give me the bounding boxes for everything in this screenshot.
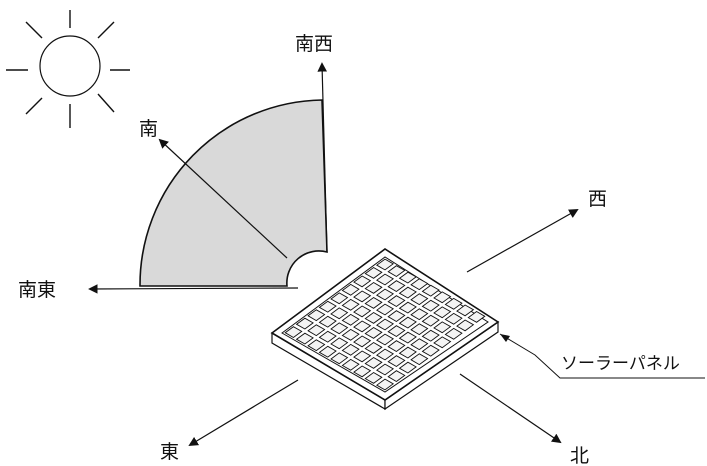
panel-cell bbox=[421, 329, 440, 342]
panel-cell bbox=[398, 346, 417, 359]
panel-cell bbox=[387, 310, 406, 323]
panel-cell bbox=[467, 310, 486, 323]
panel-cell bbox=[307, 309, 326, 322]
panel-cell bbox=[410, 293, 429, 306]
panel-cell bbox=[444, 327, 463, 340]
panel-cell bbox=[387, 355, 406, 368]
panel-cell bbox=[398, 361, 417, 374]
arrow-southwest bbox=[317, 62, 328, 253]
orientation-sector bbox=[139, 99, 328, 287]
panel-cell bbox=[364, 266, 383, 279]
panel-cell bbox=[330, 292, 349, 305]
arrow-southeast bbox=[88, 284, 299, 294]
panel-cell bbox=[421, 284, 440, 297]
panel-cell bbox=[410, 278, 429, 291]
label-southwest: 南西 bbox=[295, 33, 333, 55]
panel-cell bbox=[398, 331, 417, 344]
panel-cell bbox=[318, 300, 337, 313]
panel-cell bbox=[421, 299, 440, 312]
arrow-west bbox=[466, 209, 579, 273]
panel-cell bbox=[341, 328, 360, 341]
panel-cell bbox=[307, 324, 326, 337]
panel-cell bbox=[456, 319, 475, 332]
sun-icon bbox=[6, 10, 130, 128]
panel-cell bbox=[387, 280, 406, 293]
label-west: 西 bbox=[588, 188, 607, 210]
panel-cell bbox=[375, 303, 395, 316]
panel-cell bbox=[375, 273, 395, 286]
arrow-north bbox=[459, 373, 562, 444]
panel-cell bbox=[364, 341, 383, 354]
panel-cell bbox=[398, 316, 417, 329]
panel-cell bbox=[444, 312, 463, 325]
panel-cell bbox=[398, 271, 417, 284]
panel-cell bbox=[318, 345, 337, 358]
panel-leader-line bbox=[499, 333, 705, 379]
panel-cell bbox=[375, 318, 395, 331]
panel-cell bbox=[353, 290, 372, 303]
panel-cell bbox=[318, 330, 337, 343]
panel-cell bbox=[295, 332, 314, 345]
panel-cell bbox=[387, 340, 406, 353]
panel-cell bbox=[330, 307, 349, 320]
panel-cell bbox=[353, 275, 372, 288]
panel-cell bbox=[375, 288, 395, 301]
arrow-south bbox=[158, 138, 288, 259]
label-southeast: 南東 bbox=[18, 279, 56, 301]
panel-cell bbox=[330, 322, 349, 335]
panel-cell bbox=[410, 353, 429, 366]
panel-cell bbox=[364, 356, 383, 369]
panel-cell bbox=[341, 298, 360, 311]
label-solar-panel: ソーラーパネル bbox=[561, 354, 680, 374]
panel-cell bbox=[353, 350, 372, 363]
panel-cell bbox=[364, 326, 383, 339]
panel-cell bbox=[284, 326, 303, 339]
panel-cell bbox=[341, 283, 360, 296]
panel-cell bbox=[341, 313, 360, 326]
panel-cell bbox=[353, 365, 372, 378]
panel-cell bbox=[353, 320, 372, 333]
panel-cell bbox=[375, 363, 395, 376]
solar-panel-icon bbox=[270, 248, 500, 411]
label-north: 北 bbox=[570, 445, 589, 466]
panel-cell bbox=[353, 335, 372, 348]
panel-cell bbox=[410, 323, 429, 336]
panel-cell bbox=[421, 314, 440, 327]
panel-cell bbox=[353, 305, 372, 318]
panel-cell bbox=[375, 258, 395, 271]
panel-cell bbox=[341, 343, 360, 356]
panel-cell bbox=[398, 301, 417, 314]
panel-cell bbox=[364, 296, 383, 309]
panel-cell bbox=[398, 286, 417, 299]
panel-cell bbox=[375, 378, 395, 391]
panel-cell bbox=[387, 325, 406, 338]
panel-cell bbox=[307, 339, 326, 352]
panel-cell bbox=[433, 291, 452, 304]
arrow-east bbox=[188, 379, 299, 446]
label-east: 東 bbox=[160, 441, 179, 463]
panel-cell bbox=[341, 358, 360, 371]
panel-cell bbox=[433, 321, 452, 334]
panel-cell bbox=[387, 265, 406, 278]
panel-cell bbox=[410, 308, 429, 321]
panel-cell bbox=[330, 337, 349, 350]
panel-cell bbox=[295, 317, 314, 330]
panel-cell bbox=[410, 338, 429, 351]
panel-cell bbox=[364, 281, 383, 294]
panel-cell bbox=[387, 295, 406, 308]
panel-cell bbox=[375, 333, 395, 346]
panel-cell bbox=[318, 315, 337, 328]
panel-cell bbox=[421, 344, 440, 357]
panel-cell bbox=[387, 370, 406, 383]
panel-cell bbox=[433, 336, 452, 349]
panel-cell bbox=[433, 306, 452, 319]
panel-cell bbox=[330, 352, 349, 365]
panel-cell bbox=[456, 304, 475, 317]
panel-cell bbox=[375, 348, 395, 361]
panel-cell bbox=[364, 371, 383, 384]
panel-cell bbox=[364, 311, 383, 324]
panel-cell bbox=[444, 297, 463, 310]
label-south: 南 bbox=[139, 118, 158, 140]
